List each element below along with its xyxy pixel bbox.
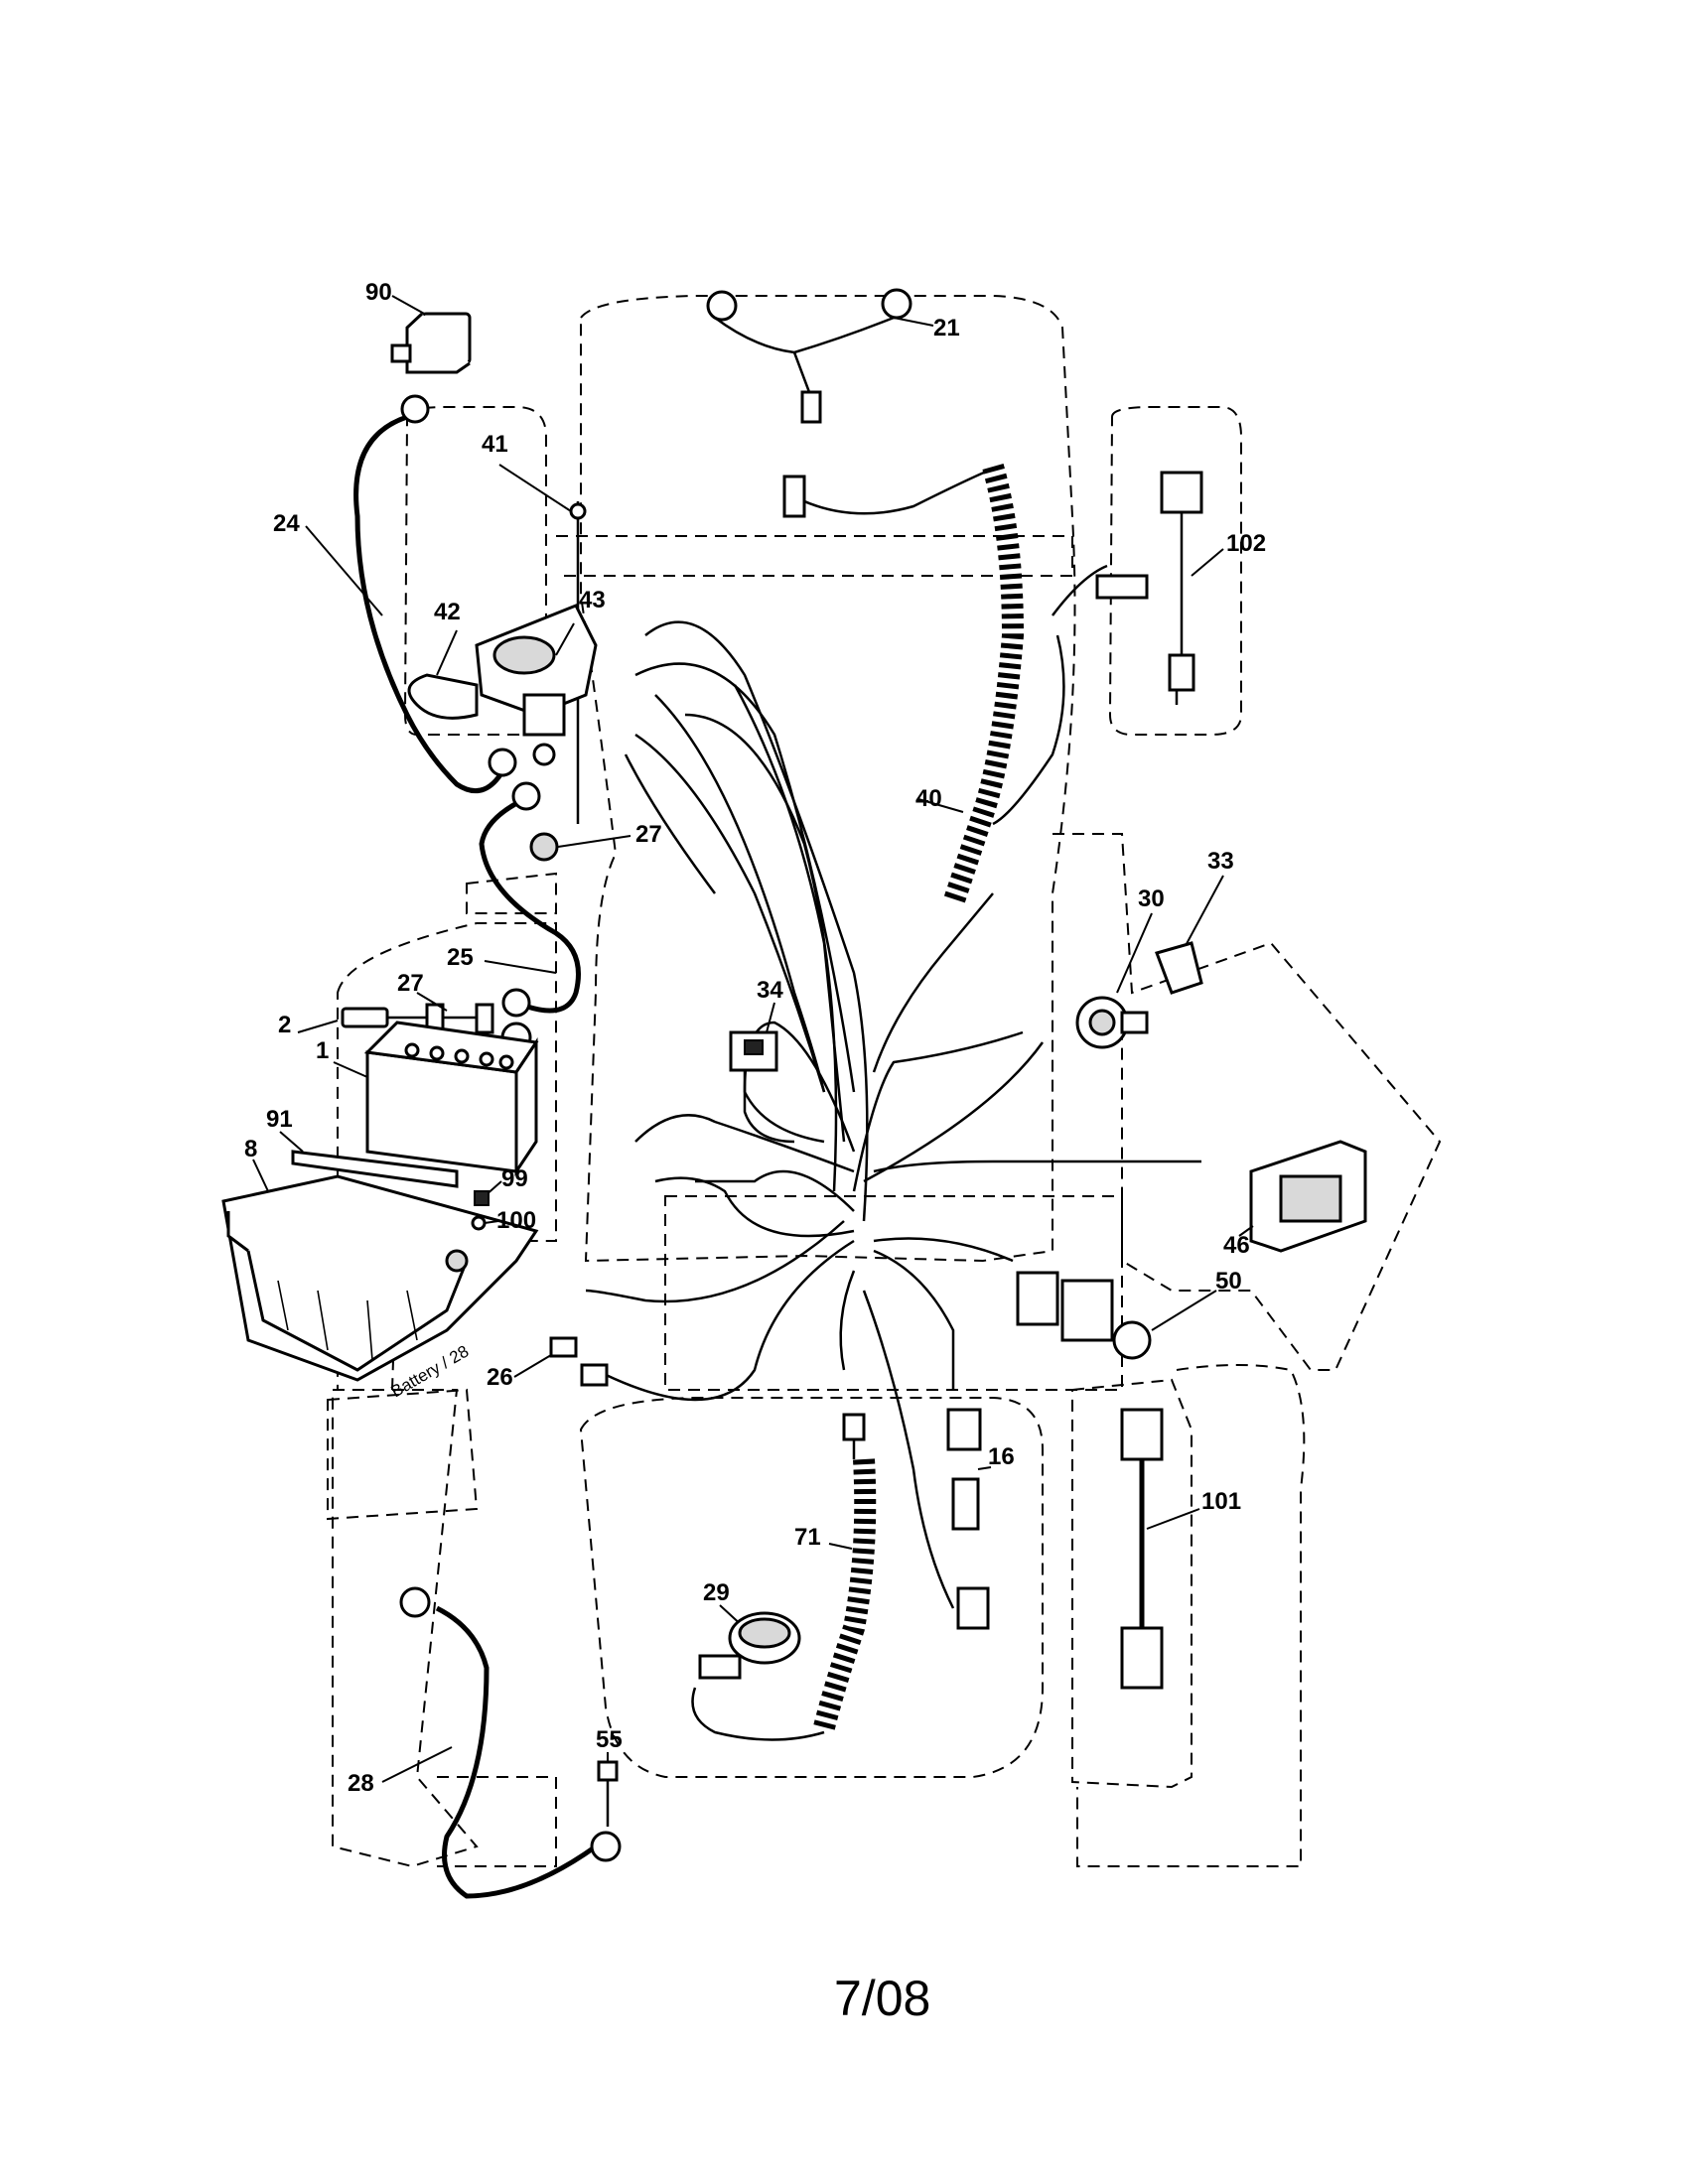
part-40-conduit (917, 463, 1025, 907)
battery-cells (404, 1042, 514, 1070)
callout-90: 90 (365, 279, 392, 306)
callout-33: 33 (1207, 848, 1234, 875)
part-34-switch (729, 1002, 795, 1144)
part-30-ignition-switch (1075, 912, 1153, 1049)
part-1-battery (297, 992, 539, 1176)
callout-28: 28 (348, 1770, 374, 1797)
callout-27b: 27 (397, 970, 424, 997)
callout-1: 1 (316, 1037, 329, 1064)
callout-41: 41 (482, 431, 508, 458)
callout-91: 91 (266, 1106, 293, 1133)
callout-100: 100 (496, 1207, 536, 1234)
part-25-cable (479, 781, 632, 1018)
callout-102: 102 (1226, 530, 1266, 557)
part-33-relay (1155, 875, 1224, 995)
callout-21: 21 (933, 315, 960, 341)
main-harness-wires (585, 465, 1201, 1609)
callout-2: 2 (278, 1012, 291, 1038)
part-26-fuse (513, 1336, 609, 1387)
callout-99: 99 (501, 1165, 528, 1192)
callout-24: 24 (273, 510, 300, 537)
callout-34: 34 (757, 977, 783, 1004)
part-101-harness (1120, 1408, 1200, 1690)
part-21-headlights (706, 288, 934, 424)
part-8-battery-tray: Battery / 28 (221, 1159, 539, 1401)
callout-29: 29 (703, 1579, 730, 1606)
callout-labels: 90 41 24 42 43 21 102 40 27 33 30 25 27 … (244, 279, 1266, 1797)
callout-55: 55 (596, 1726, 623, 1753)
callout-25: 25 (447, 944, 474, 971)
callout-43: 43 (579, 587, 606, 614)
page-date: 7/08 (834, 1971, 930, 2026)
part-24-battery-cable (305, 394, 517, 794)
part-46-display (1238, 1140, 1367, 1253)
part-16-connector (946, 1408, 992, 1630)
part-99-bolt (445, 1180, 502, 1273)
callout-16: 16 (988, 1443, 1015, 1470)
part-90-plug (390, 295, 472, 374)
part-91-hold-down (279, 1131, 459, 1188)
callout-40: 40 (915, 785, 942, 812)
callout-42: 42 (434, 599, 461, 625)
part-43-solenoid (407, 464, 598, 824)
callout-30: 30 (1138, 886, 1165, 912)
callout-26: 26 (487, 1364, 513, 1391)
callout-101: 101 (1201, 1488, 1241, 1515)
part-28-ground-cable (381, 1586, 622, 1899)
callout-8: 8 (244, 1136, 257, 1162)
part-50-switch (1016, 1271, 1217, 1360)
part-29-button (698, 1604, 801, 1680)
callout-71: 71 (794, 1524, 821, 1551)
callout-46: 46 (1223, 1232, 1250, 1259)
part-71-conduit (691, 1413, 877, 1741)
part-102-harness (1095, 471, 1224, 705)
callout-50: 50 (1215, 1268, 1242, 1295)
callout-27a: 27 (635, 821, 662, 848)
